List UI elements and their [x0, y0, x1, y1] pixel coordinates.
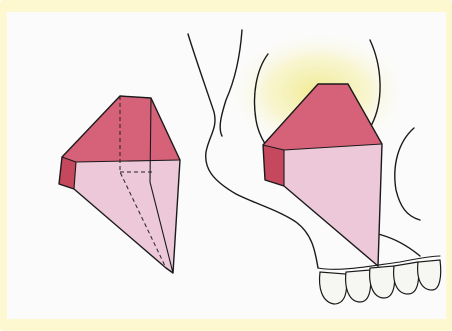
tooth	[320, 272, 347, 304]
isolated-pyramid-block	[59, 96, 180, 273]
tooth	[346, 270, 371, 302]
maxilla-pyramid-front-face	[284, 144, 382, 266]
pyramid-top-face	[62, 96, 180, 162]
tooth	[370, 266, 395, 298]
pyramid-front-face	[74, 160, 180, 273]
tooth	[418, 260, 441, 290]
tooth	[394, 262, 419, 294]
teeth-row	[318, 256, 441, 304]
